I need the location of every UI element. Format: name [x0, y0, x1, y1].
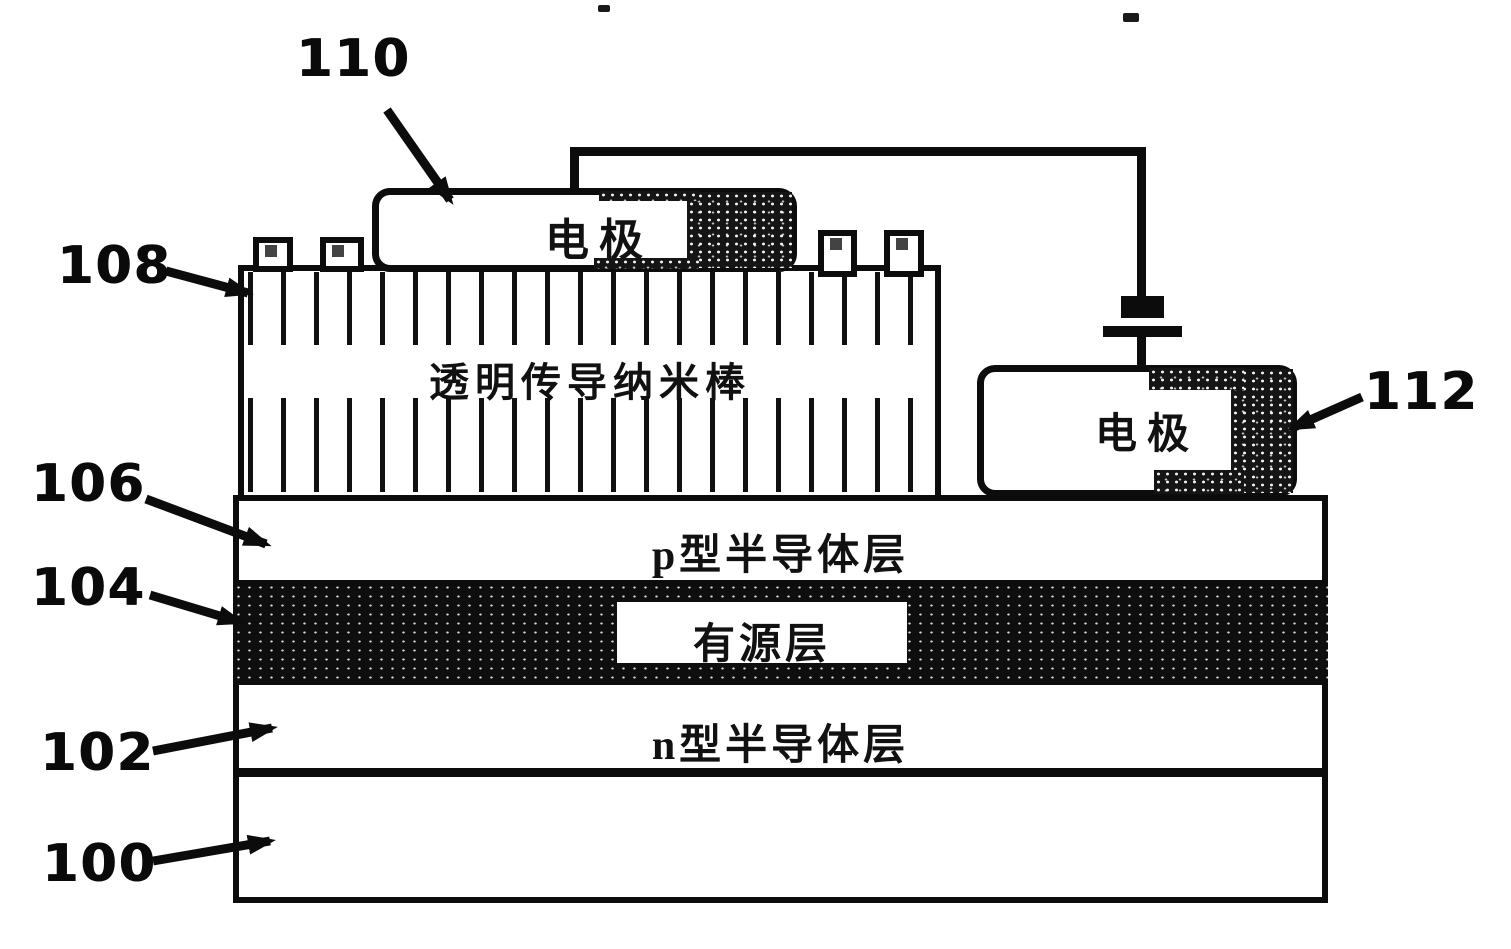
wire-horizontal: [570, 147, 1146, 156]
p-layer-label: p型半导体层: [651, 533, 910, 579]
active-layer: 有源层: [233, 583, 1328, 682]
active-layer-label-box: 有源层: [617, 602, 907, 668]
ref-label-106: 106: [31, 454, 146, 514]
substrate-layer: [233, 771, 1328, 903]
p-type-layer: p型半导体层: [233, 495, 1328, 586]
leader-108: [164, 266, 254, 298]
nanorod-label: 透明传导纳米棒: [429, 360, 751, 405]
n-type-layer: n型半导体层: [233, 679, 1328, 774]
ref-label-100: 100: [42, 834, 157, 894]
nanorod-cap: [320, 237, 364, 272]
ref-label-104: 104: [31, 558, 146, 618]
top-electrode: [372, 188, 797, 272]
nanorod-cap: [818, 230, 857, 277]
right-electrode-hatch-top: [1149, 368, 1244, 390]
top-electrode-hatch: [687, 192, 792, 268]
wire-riser-left: [570, 150, 579, 192]
nanorod-cap: [884, 230, 924, 277]
active-layer-label: 有源层: [692, 622, 831, 668]
power-source-plate-top: [1121, 296, 1164, 318]
ref-label-110: 110: [296, 29, 411, 89]
leader-104: [148, 590, 246, 627]
power-source-plate-bottom: [1103, 326, 1182, 337]
right-electrode-label: 电极: [1095, 412, 1200, 458]
ref-label-102: 102: [40, 723, 155, 783]
wire-riser-right: [1137, 147, 1146, 298]
right-electrode-hatch-bottom: [1154, 470, 1244, 494]
leader-110: [383, 107, 454, 205]
scan-speck: [598, 5, 610, 12]
nanorod-lines-top: [248, 272, 936, 345]
top-electrode-hatch-strip-top: [599, 191, 699, 201]
right-electrode: [977, 365, 1297, 497]
ref-label-112: 112: [1364, 362, 1479, 422]
nanorod-lines-bottom: [248, 398, 936, 492]
n-layer-label: n型半导体层: [651, 723, 910, 769]
nanorod-cap: [253, 237, 293, 272]
ref-label-108: 108: [57, 236, 172, 296]
scan-speck: [1123, 13, 1139, 22]
leader-112: [1286, 392, 1364, 433]
top-electrode-hatch-strip-bottom: [594, 258, 699, 269]
top-electrode-label: 电极: [545, 216, 653, 265]
wire-to-right-electrode: [1137, 337, 1146, 368]
